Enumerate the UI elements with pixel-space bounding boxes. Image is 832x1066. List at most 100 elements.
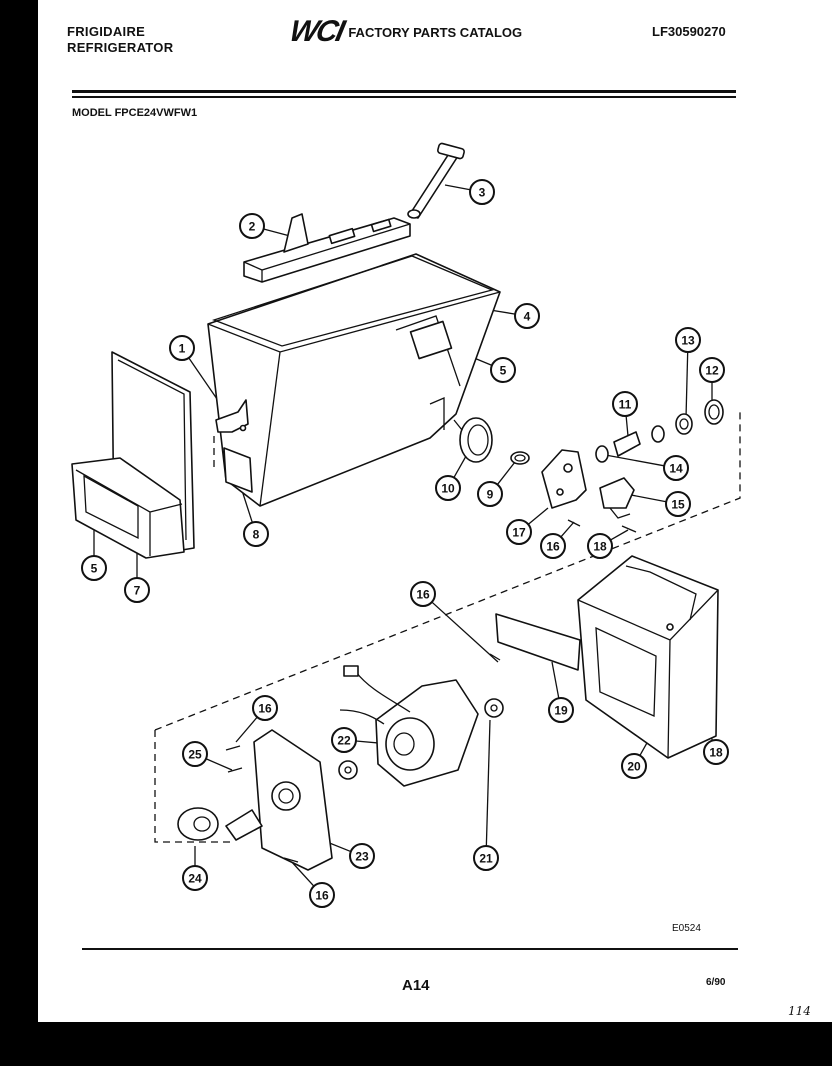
product-type: REFRIGERATOR [67, 40, 174, 55]
callout-c22: 22 [331, 727, 357, 753]
callout-number: 22 [337, 734, 351, 748]
model-label: MODEL FPCE24VWFW1 [72, 107, 198, 119]
callout-circle [169, 335, 195, 361]
callout-circle [349, 843, 375, 869]
part-ice-rod [407, 142, 465, 219]
callout-number: 24 [188, 872, 202, 886]
part-housing-plate [495, 613, 581, 671]
part-motor-plate [225, 729, 333, 871]
callout-number: 11 [619, 398, 632, 412]
callout-circle [182, 865, 208, 891]
assembly-boundary [154, 408, 741, 843]
callout-circle [548, 697, 574, 723]
callout-circle [675, 327, 701, 353]
diagram-code: E0524 [672, 923, 701, 934]
callout-number: 9 [487, 488, 494, 502]
callout-number: 13 [681, 334, 695, 348]
callout-c17: 17 [506, 519, 532, 545]
callout-circle [514, 303, 540, 329]
catalog-header: WCI FACTORY PARTS CATALOG [287, 15, 523, 48]
leader-line-c9 [496, 461, 516, 485]
leader-line-c2 [263, 228, 291, 237]
callout-c5a: 5 [490, 357, 516, 383]
callout-number: 16 [258, 702, 272, 716]
leader-line-c3 [444, 184, 471, 191]
callout-c16c: 16 [252, 695, 278, 721]
callout-c4: 4 [514, 303, 540, 329]
callout-c18a: 18 [587, 533, 613, 559]
callout-circle [331, 727, 357, 753]
callout-circle [410, 581, 436, 607]
part-coupling [510, 451, 530, 465]
part-bin-clip [215, 399, 249, 433]
callout-circle [621, 753, 647, 779]
page-number: A14 [402, 977, 430, 994]
callout-c9: 9 [477, 481, 503, 507]
callout-circle [665, 491, 691, 517]
callout-circle [663, 455, 689, 481]
callout-c1: 1 [169, 335, 195, 361]
callout-c23: 23 [349, 843, 375, 869]
callout-number: 16 [546, 540, 560, 554]
part-ice-bin [207, 253, 501, 507]
leader-line-c15 [625, 493, 667, 503]
callout-c18b: 18 [703, 739, 729, 765]
callout-c13: 13 [675, 327, 701, 353]
part-shaft-assembly [595, 399, 724, 463]
callout-number: 23 [355, 850, 369, 864]
leader-line-c11 [625, 415, 629, 437]
part-mount-bracket [541, 449, 587, 509]
header-rule-thin [72, 96, 736, 98]
callout-layer: 1234557891011121314151616161617181819202… [81, 179, 729, 908]
callout-number: 10 [441, 482, 455, 496]
callout-number: 5 [500, 364, 507, 378]
callout-c25: 25 [182, 741, 208, 767]
leader-line-c21 [485, 719, 491, 847]
part-screws-upper [567, 519, 637, 533]
leader-line-c16c [235, 716, 258, 743]
callout-circle [252, 695, 278, 721]
callout-c24: 24 [182, 865, 208, 891]
callout-number: 2 [249, 220, 256, 234]
callout-c15: 15 [665, 491, 691, 517]
callout-circle [612, 391, 638, 417]
callout-circle [124, 577, 150, 603]
callout-number: 8 [253, 528, 260, 542]
callout-number: 7 [134, 584, 141, 598]
leader-line-c17 [527, 507, 549, 525]
callout-c19: 19 [548, 697, 574, 723]
callout-circle [81, 555, 107, 581]
callout-c11: 11 [612, 391, 638, 417]
callout-c10: 10 [435, 475, 461, 501]
part-screws-lower [225, 745, 299, 863]
leader-line-c13 [685, 351, 689, 419]
callout-number: 16 [315, 889, 329, 903]
callout-circle [490, 357, 516, 383]
callout-c7: 7 [124, 577, 150, 603]
callout-circle [540, 533, 566, 559]
callout-circle [182, 741, 208, 767]
part-drive-cup [453, 417, 493, 463]
part-knob [177, 807, 219, 841]
leader-line-c16b [431, 601, 499, 663]
part-switch [599, 477, 635, 519]
leader-line-c19 [551, 661, 560, 699]
callout-circle [435, 475, 461, 501]
callout-number: 4 [524, 310, 531, 324]
callout-number: 1 [179, 342, 186, 356]
callout-c16a: 16 [540, 533, 566, 559]
callout-number: 14 [669, 462, 683, 476]
callout-number: 19 [554, 704, 568, 718]
header-rule [72, 90, 736, 93]
callout-circle [699, 357, 725, 383]
callout-circle [469, 179, 495, 205]
callout-number: 12 [705, 364, 719, 378]
callout-circle [473, 845, 499, 871]
leader-line-c16d [289, 859, 315, 887]
part-small-plate [223, 447, 253, 493]
leader-line-c4 [489, 309, 516, 315]
leader-line-c18a [610, 529, 629, 541]
part-motor-housing [577, 555, 719, 759]
callout-c21: 21 [473, 845, 499, 871]
